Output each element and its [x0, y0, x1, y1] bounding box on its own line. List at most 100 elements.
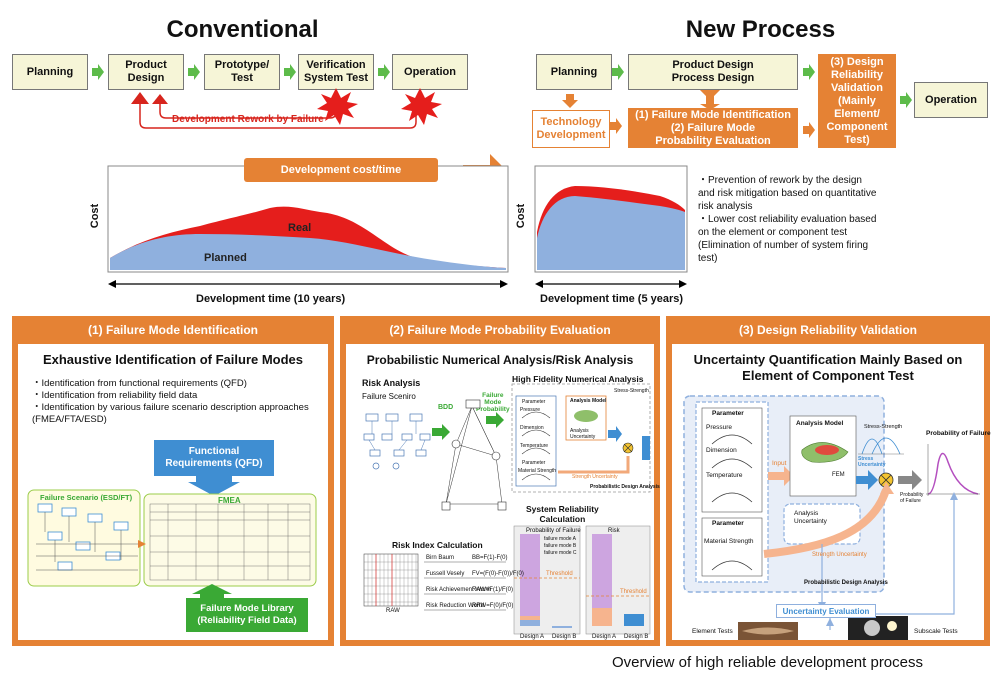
risk-label: Risk	[608, 528, 620, 534]
legend-a: failure mode A	[544, 536, 576, 542]
tech-development-box: Technology Development	[532, 110, 610, 148]
benefit-2: ・Lower cost reliability evaluation based…	[698, 214, 877, 264]
hifi-prob-design: Probabilistic Design Analysis	[590, 484, 660, 490]
new-step-operation: Operation	[914, 82, 988, 118]
planned-cost-area	[110, 234, 506, 270]
fmea-label: FMEA	[218, 496, 241, 505]
p3-subscale-tests: Subscale Tests	[914, 628, 958, 635]
p3-param-6: Material Strength	[704, 538, 754, 545]
hifi-param-1: Parameter	[522, 399, 546, 405]
panel2-graphics	[363, 383, 651, 635]
new-flow-arrows	[612, 64, 912, 108]
panel3-header: (3) Design Reliability Validation	[738, 323, 918, 337]
index-formula-3: RAW=F(1)/F(0)	[472, 587, 513, 593]
design-a-label-1: Design A	[520, 634, 545, 640]
threshold-2: Threshold	[620, 589, 647, 595]
prob-failure-label: Probability of Failure	[526, 528, 581, 534]
new-step-planning: Planning	[536, 54, 612, 90]
p3-stress-strength: Stress-Strength	[864, 424, 903, 430]
new-step-validation: (3) Design Reliability Validation (Mainl…	[818, 54, 896, 148]
fm-prob-label: Failure Mode Probability	[476, 392, 510, 413]
hifi-analysis-model: Analysis Model	[570, 398, 607, 404]
panel3-graphics	[683, 395, 980, 640]
index-row-2: Fussell Vesely	[426, 571, 465, 577]
planned-label: Planned	[204, 252, 247, 264]
panel2-title: Probabilistic Numerical Analysis/Risk An…	[366, 353, 634, 367]
hifi-label: High Fidelity Numerical Analysis	[512, 374, 644, 384]
panel1-title: Exhaustive Identification of Failure Mod…	[42, 352, 304, 367]
index-row-3: Risk Achievement Worth	[426, 587, 492, 593]
index-formula-4: RRW=F(0)/F(0)	[472, 603, 514, 609]
conv-step-product-design: Product Design	[108, 54, 184, 90]
failure-scenario-label: Failure Sceniro	[362, 392, 416, 401]
panel1-bullets: ・Identification from functional requirem…	[32, 378, 312, 426]
new-process-benefits: ・Prevention of rework by the design and …	[698, 174, 878, 265]
new-step-design: Product Design Process Design	[628, 54, 798, 90]
conv-step-planning: Planning	[12, 54, 88, 90]
p3-input: Input	[772, 460, 787, 467]
conv-step-verification: Verification System Test	[298, 54, 374, 90]
p3-param-1: Parameter	[712, 410, 744, 417]
p3-prob-failure-small: Probability of Failure	[900, 492, 924, 504]
p3-param-3: Dimension	[706, 447, 737, 454]
legend-b: failure mode B	[544, 543, 577, 549]
failure-burst-1	[317, 88, 358, 125]
panel-design-reliability-validation: (3) Design Reliability Validation Uncert…	[666, 316, 991, 646]
sys-rel-label: System Reliability Calculation	[526, 504, 599, 524]
conv-y-label: Cost	[89, 203, 101, 229]
design-b-label-1: Design B	[552, 634, 577, 640]
new-y-label: Cost	[515, 203, 527, 229]
hifi-param-5: Parameter	[522, 460, 546, 466]
benefit-1: ・Prevention of rework by the design and …	[698, 175, 877, 212]
failure-mode-box: (1) Failure Mode Identification (2) Fail…	[628, 108, 798, 148]
library-box: Failure Mode Library (Reliability Field …	[197, 603, 297, 626]
scenario-label: Failure Scenario (ESD/FT)	[40, 493, 133, 502]
new-process-title: New Process	[685, 16, 836, 43]
risk-analysis-label: Risk Analysis	[362, 378, 421, 388]
panel3-title: Uncertainty Quantification Mainly Based …	[693, 352, 963, 383]
index-formula-1: BB=F(1)-F(0)	[472, 555, 508, 561]
panel1-bullet-2: ・Identification from reliability field d…	[32, 390, 198, 401]
design-a-label-2: Design A	[592, 634, 617, 640]
p3-param-2: Pressure	[706, 424, 733, 431]
panel-probability-evaluation: (2) Failure Mode Probability Evaluation …	[340, 316, 660, 646]
threshold-1: Threshold	[546, 571, 573, 577]
index-formula-2: FV=(F(0)-F(0))/F(0)	[472, 571, 524, 577]
panel-failure-mode-identification: (1) Failure Mode Identification Exhausti…	[12, 316, 334, 646]
figure-caption: Overview of high reliable development pr…	[612, 654, 923, 671]
legend-c: failure mode C	[544, 550, 577, 556]
rework-label: Development Rework by Failure	[172, 114, 324, 125]
panel2-header: (2) Failure Mode Probability Evaluation	[389, 323, 611, 337]
raw-axis-label: RAW	[386, 608, 400, 614]
risk-index-label: Risk Index Calculation	[392, 540, 483, 550]
new-orange-arrows	[562, 90, 815, 138]
conv-flow-arrows	[92, 64, 390, 80]
hifi-analysis-unc: Analysis Uncertainty	[570, 428, 596, 440]
panel1-bullet-3: ・Identification by various failure scena…	[32, 402, 309, 425]
p3-unc-eval: Uncertainty Evaluation	[776, 604, 876, 618]
new-planned-cost-area	[537, 196, 685, 270]
qfd-box: Functional Requirements (QFD)	[165, 446, 263, 469]
index-row-1: Birn Baum	[426, 555, 455, 561]
bdd-label: BDD	[438, 404, 454, 411]
failure-burst-2	[401, 88, 442, 125]
hifi-param-4: Temperature	[520, 443, 549, 449]
p3-analysis-model: Analysis Model	[796, 420, 844, 427]
cost-time-bar: Development cost/time	[244, 158, 438, 182]
hifi-strength-unc: Strength Uncertainty	[572, 474, 618, 480]
hifi-param-6: Material Strength	[518, 468, 557, 474]
hifi-stress-strength: Stress-Strength	[614, 388, 649, 394]
p3-prob-design: Probabilistic Design Analysis	[804, 580, 888, 586]
actual-label: Real	[288, 222, 312, 234]
p3-stress-unc: Stress Uncertainty	[858, 456, 886, 468]
design-b-label-2: Design B	[624, 634, 649, 640]
new-x-label: Development time (5 years)	[540, 293, 684, 305]
index-row-4: Risk Reduction Worth	[426, 603, 484, 609]
hifi-param-2: Pressure	[520, 407, 541, 413]
panel1-bullet-1: ・Identification from functional requirem…	[32, 378, 247, 389]
p3-element-tests: Element Tests	[692, 628, 733, 635]
p3-prob-failure: Probability of Failure	[926, 430, 991, 437]
p3-strength-unc: Strength Uncertainty	[812, 552, 867, 558]
panel1-graphics	[27, 440, 317, 632]
